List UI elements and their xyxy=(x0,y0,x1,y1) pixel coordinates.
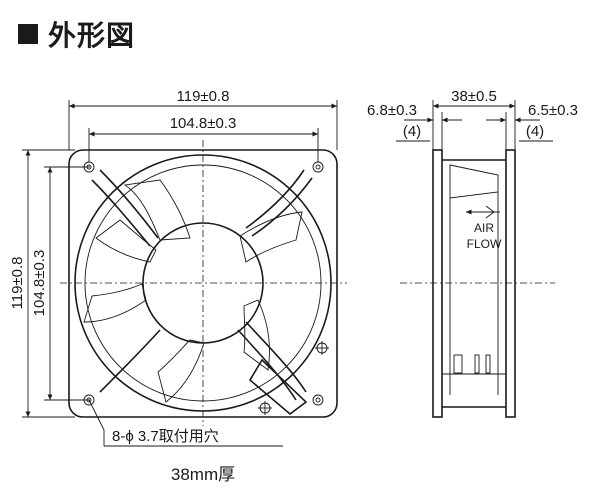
side-right-flange-sub: (4) xyxy=(526,123,544,140)
front-view: 119±0.8 104.8±0.3 119±0.8 104.8±0.3 xyxy=(9,88,347,484)
mount-hole-note: 8-ϕ 3.7取付用穴 xyxy=(112,428,219,445)
front-hole-width-label: 104.8±0.3 xyxy=(170,115,237,132)
fan-venturi-ring xyxy=(74,154,332,412)
side-depth-dimension: 38±0.5 xyxy=(432,88,516,150)
airflow-indicator: AIR FLOW xyxy=(466,205,502,251)
front-hole-height-label: 104.8±0.3 xyxy=(31,250,48,317)
side-left-flange xyxy=(432,149,443,418)
front-height-label: 119±0.8 xyxy=(9,257,26,310)
side-right-flange xyxy=(505,149,516,418)
fan-blades xyxy=(83,179,303,403)
side-blade-profile xyxy=(449,164,499,199)
front-hole-height-dimension: 104.8±0.3 xyxy=(31,166,90,401)
mounting-holes xyxy=(83,161,324,406)
front-hole-width-dimension: 104.8±0.3 xyxy=(88,115,319,162)
side-body xyxy=(400,149,555,418)
airflow-label-line2: FLOW xyxy=(467,237,502,251)
mount-hole-callout: 8-ϕ 3.7取付用穴 xyxy=(88,399,283,447)
side-right-flange-label: 6.5±0.3 xyxy=(528,102,578,119)
side-left-flange-sub: (4) xyxy=(403,123,421,140)
title-block: 外形図 xyxy=(18,14,135,54)
side-left-flange-dimension: 6.8±0.3 (4) xyxy=(367,102,462,150)
title-square-icon xyxy=(18,24,38,44)
airflow-label-line1: AIR xyxy=(474,221,494,235)
front-width-label: 119±0.8 xyxy=(177,88,230,105)
page-title: 外形図 xyxy=(48,19,136,52)
front-width-dimension: 119±0.8 xyxy=(68,88,338,150)
side-depth-label: 38±0.5 xyxy=(451,88,497,105)
wire-harness xyxy=(248,341,329,416)
front-height-dimension: 119±0.8 xyxy=(9,149,75,418)
side-left-flange-label: 6.8±0.3 xyxy=(367,102,417,119)
thickness-note: 38mm厚 xyxy=(171,465,235,484)
side-right-flange-dimension: 6.5±0.3 (4) xyxy=(486,102,578,150)
side-view: 38±0.5 6.8±0.3 (4) 6.5±0.3 (4) xyxy=(367,88,578,418)
fan-support-struts xyxy=(91,169,313,401)
